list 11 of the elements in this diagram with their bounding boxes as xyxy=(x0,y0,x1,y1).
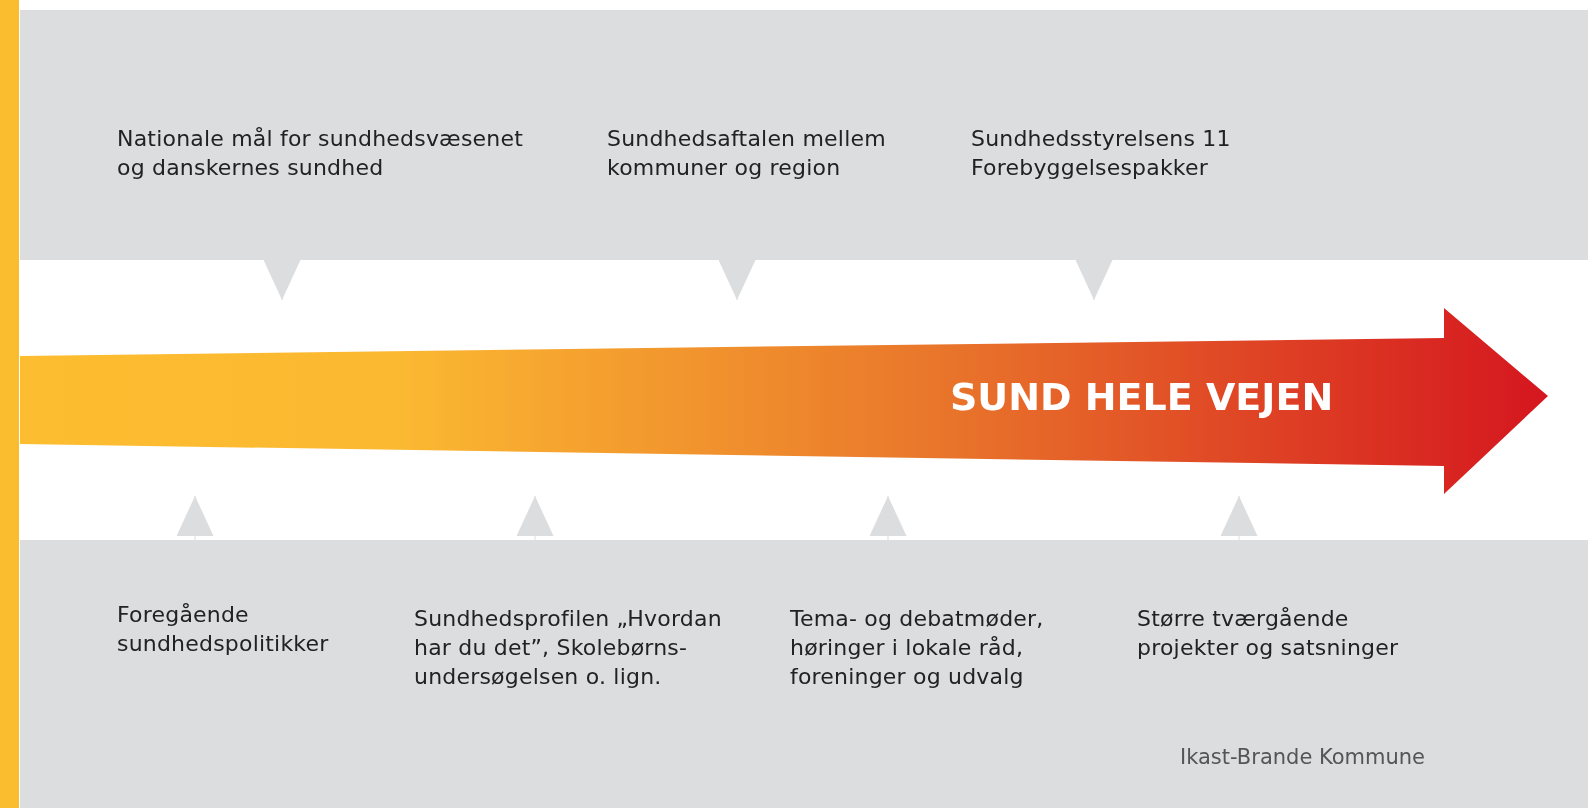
callout-text: Sundhedsstyrelsens 11 Forebyggelsespakker xyxy=(971,124,1249,182)
callout-text: Større tværgående projekter og satsninger xyxy=(1137,604,1427,662)
callout-text: Tema- og debatmøder, høringer i lokale råd, foreninger og udvalg xyxy=(790,604,1090,691)
callout-text: Sundhedsaftalen mellem kommuner og region xyxy=(607,124,907,182)
arrow-title: SUND HELE VEJEN xyxy=(950,374,1334,420)
callout-text: Nationale mål for sundhedsvæsenet og danskernes sundhed xyxy=(117,124,537,182)
gradient-arrow xyxy=(20,308,1548,494)
callout-text: Foregående sundhedspolitikker xyxy=(117,600,357,658)
credit-text: Ikast-Brande Kommune xyxy=(1180,745,1426,769)
callout-text: Sundhedsprofilen „Hvordan har du det”, Skolebørns- undersøgelsen o. lign. xyxy=(414,604,744,691)
vertical-bar xyxy=(0,0,19,808)
